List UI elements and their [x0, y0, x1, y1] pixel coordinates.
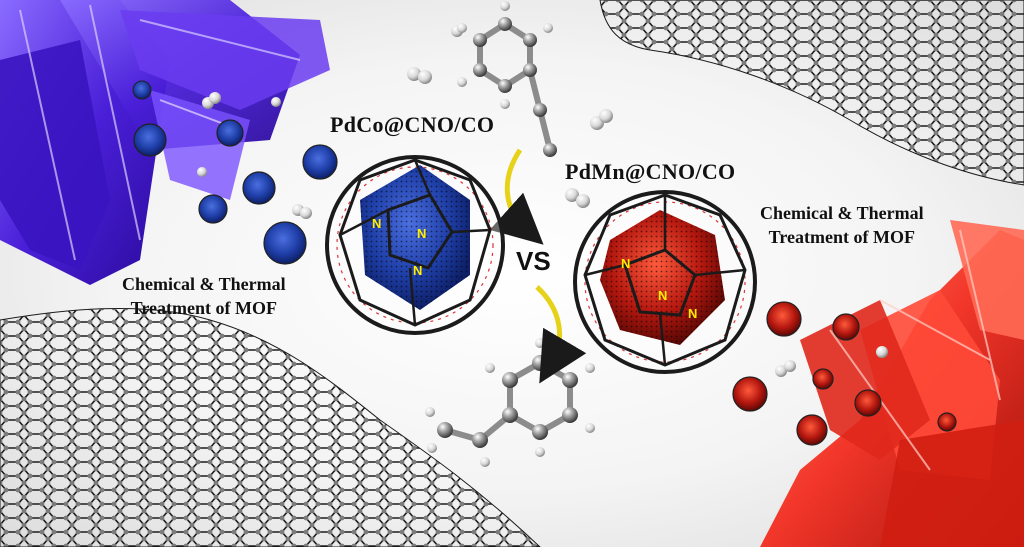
left-treatment-label: Chemical & Thermal Treatment of MOF — [122, 272, 286, 320]
left-treatment-line1: Chemical & Thermal — [122, 274, 286, 294]
nitrogen-label: N — [417, 226, 426, 241]
red-nanoparticles — [732, 301, 957, 446]
right-treatment-line1: Chemical & Thermal — [760, 203, 924, 223]
nitrogen-label: N — [658, 288, 667, 303]
nitrogen-label: N — [688, 306, 697, 321]
phenylacetylene-molecule — [457, 1, 557, 157]
graphene-sheet-top-right — [599, 0, 1024, 186]
purple-mof-crystals — [0, 0, 330, 285]
graphene-sheet-bottom-left — [0, 307, 541, 547]
nitrogen-label: N — [621, 256, 630, 271]
hydrogen-molecules — [197, 25, 888, 377]
nitrogen-label: N — [372, 216, 381, 231]
left-treatment-line2: Treatment of MOF — [130, 298, 277, 318]
styrene-molecule — [425, 338, 595, 467]
nitrogen-label: N — [413, 263, 422, 278]
vs-label: VS — [516, 246, 551, 276]
right-treatment-label: Chemical & Thermal Treatment of MOF — [760, 201, 924, 249]
pdco-nanocage: N N N — [325, 155, 505, 335]
red-mof-crystals — [760, 220, 1024, 547]
pdmn-nanocage: N N N — [573, 190, 757, 374]
right-treatment-line2: Treatment of MOF — [768, 227, 915, 247]
pdco-catalyst-label: PdCo@CNO/CO — [330, 112, 495, 137]
blue-nanoparticles — [132, 80, 338, 265]
pdmn-catalyst-label: PdMn@CNO/CO — [565, 159, 736, 184]
reaction-arrows — [489, 148, 587, 384]
